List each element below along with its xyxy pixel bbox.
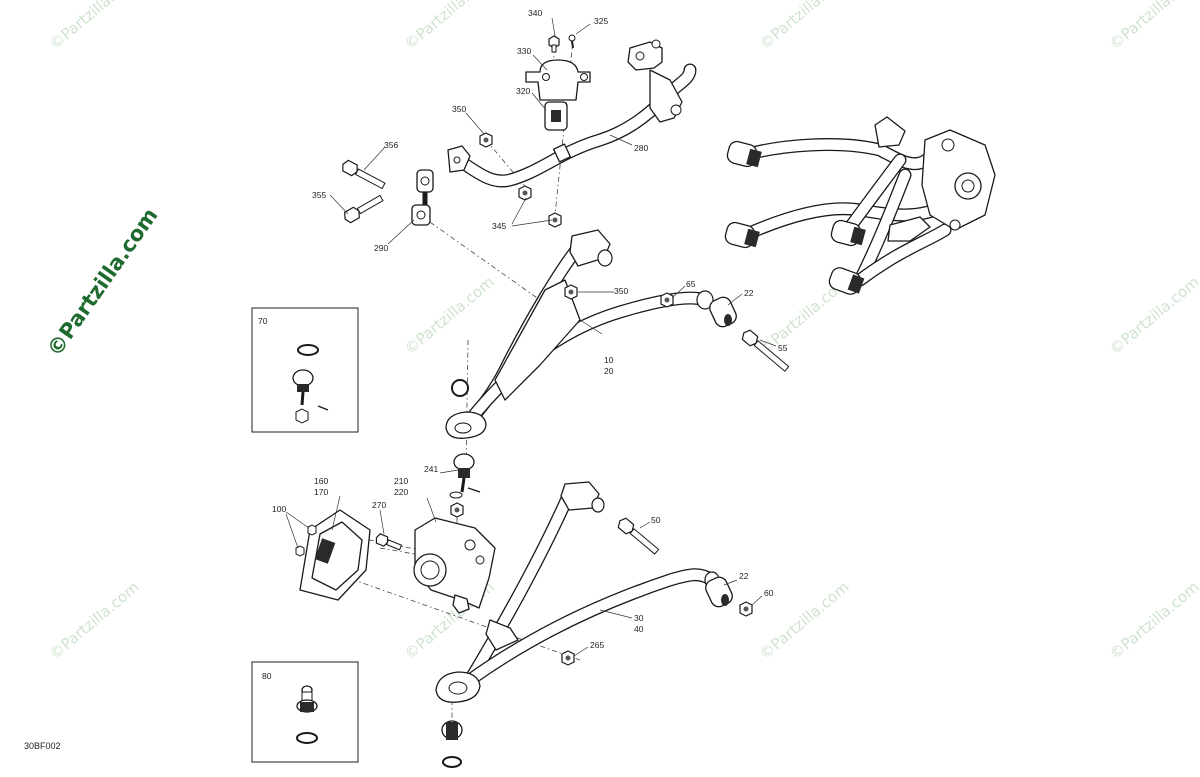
ball-joint-upper bbox=[449, 453, 481, 518]
callout-265: 265 bbox=[590, 640, 604, 650]
lower-arm-hardware bbox=[441, 517, 753, 768]
callout-65: 65 bbox=[686, 279, 696, 289]
inset-box-80 bbox=[251, 661, 359, 763]
watermark: ©Partzilla.com bbox=[1106, 273, 1200, 358]
leader-lines bbox=[285, 17, 777, 657]
callout-356: 356 bbox=[384, 140, 398, 150]
watermark: ©Partzilla.com bbox=[46, 0, 143, 53]
callout-60: 60 bbox=[764, 588, 774, 598]
callout-325: 325 bbox=[594, 16, 608, 26]
lower-a-arm bbox=[435, 481, 720, 703]
callout-100: 100 bbox=[272, 504, 286, 514]
callout-220: 220 bbox=[394, 487, 408, 497]
callout-170: 170 bbox=[314, 487, 328, 497]
callout-340: 340 bbox=[528, 8, 542, 18]
stabilizer-bar bbox=[447, 39, 697, 188]
watermark: ©Partzilla.com bbox=[46, 578, 143, 663]
callout-350: 350 bbox=[452, 104, 466, 114]
callout-40: 40 bbox=[634, 624, 644, 634]
diagram-reference-id: 30BF002 bbox=[24, 741, 61, 751]
watermark: ©Partzilla.com bbox=[401, 273, 498, 358]
watermark-layer: ©Partzilla.com ©Partzilla.com ©Partzilla… bbox=[42, 0, 1200, 663]
callout-70: 70 bbox=[258, 316, 268, 326]
steering-knuckle bbox=[375, 517, 496, 614]
callout-320: 320 bbox=[516, 86, 530, 96]
callout-30: 30 bbox=[634, 613, 644, 623]
callout-160: 160 bbox=[314, 476, 328, 486]
callout-270: 270 bbox=[372, 500, 386, 510]
callout-355: 355 bbox=[312, 190, 326, 200]
watermark: ©Partzilla.com bbox=[756, 0, 853, 53]
link-bolts bbox=[342, 159, 386, 224]
watermark: ©Partzilla.com bbox=[1106, 0, 1200, 53]
callout-241: 241 bbox=[424, 464, 438, 474]
callout-290: 290 bbox=[374, 243, 388, 253]
callout-22-lower: 22 bbox=[739, 571, 749, 581]
inset-box-70 bbox=[251, 307, 359, 433]
upper-arm-hardware bbox=[564, 284, 790, 372]
callout-330: 330 bbox=[517, 46, 531, 56]
callout-10: 10 bbox=[604, 355, 614, 365]
watermark-logo: ©Partzilla.com bbox=[42, 204, 162, 361]
sway-bar-link bbox=[411, 169, 434, 226]
callout-345: 345 bbox=[492, 221, 506, 231]
callout-80: 80 bbox=[262, 671, 272, 681]
bar-hardware bbox=[479, 34, 576, 228]
callout-350-upper-arm: 350 bbox=[614, 286, 628, 296]
callout-55: 55 bbox=[778, 343, 788, 353]
callout-50: 50 bbox=[651, 515, 661, 525]
callout-22-upper: 22 bbox=[744, 288, 754, 298]
callout-labels: 340 325 330 320 350 280 356 355 290 345 … bbox=[24, 8, 788, 751]
bar-bushing-clamp bbox=[525, 59, 591, 131]
rear-suspension-assembly bbox=[724, 116, 996, 295]
watermark: ©Partzilla.com bbox=[1106, 578, 1200, 663]
watermark: ©Partzilla.com bbox=[401, 0, 498, 53]
callout-280: 280 bbox=[634, 143, 648, 153]
knuckle-guard bbox=[295, 509, 371, 601]
callout-210: 210 bbox=[394, 476, 408, 486]
upper-a-arm bbox=[445, 229, 714, 439]
callout-20: 20 bbox=[604, 366, 614, 376]
